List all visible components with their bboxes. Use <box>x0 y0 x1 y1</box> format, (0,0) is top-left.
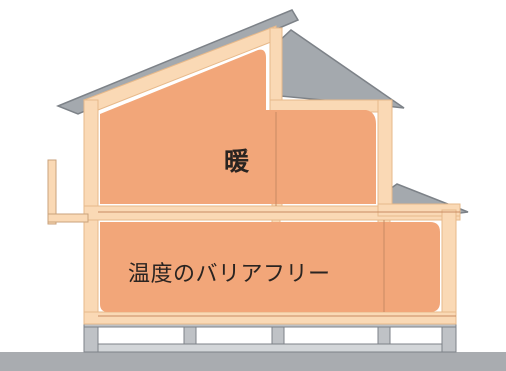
ground <box>0 352 506 371</box>
lower-room-label: 温度のバリアフリー <box>128 262 331 287</box>
upper-room-label: 暖 <box>224 147 250 176</box>
interior-lines <box>98 112 460 317</box>
upper-right-roof <box>275 29 405 109</box>
balcony-railing <box>47 159 89 225</box>
lower-warm-zone <box>100 222 440 312</box>
foundation <box>83 319 457 353</box>
upper-warm-zone <box>100 49 376 204</box>
